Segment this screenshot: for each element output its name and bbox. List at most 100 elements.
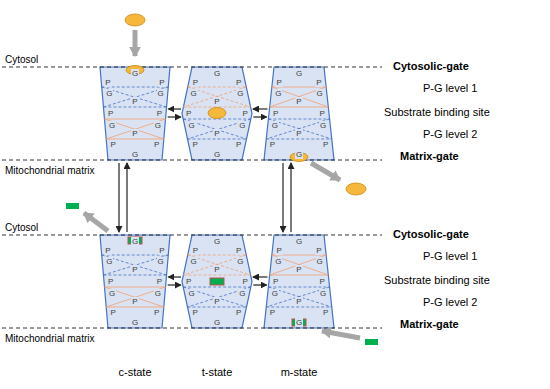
residue-letter: P (110, 308, 117, 317)
site-label: Substrate binding site (384, 106, 490, 119)
residue-letter: G (131, 69, 139, 78)
residue-letter: P (104, 78, 111, 87)
residue-letter: P (319, 109, 326, 118)
region-label: Cytosol (5, 54, 38, 66)
residue-letter: G (236, 257, 244, 266)
residue-letter: G (295, 69, 303, 78)
residue-letter: P (185, 109, 192, 118)
residue-letter: G (238, 289, 246, 298)
residue-letter: G (157, 89, 165, 98)
membrane-boundary (2, 67, 382, 328)
state-transition-arrow (168, 109, 181, 117)
residue-letter: P (131, 265, 138, 274)
state-label: c-state (118, 366, 151, 379)
residue-letter: P (242, 277, 249, 286)
residue-letter: G (131, 318, 139, 327)
residue-letter: P (104, 246, 111, 255)
residue-letter: P (131, 297, 138, 306)
residue-letter: P (242, 109, 249, 118)
state-transition-arrow (119, 163, 127, 232)
residue-letter: G (295, 318, 303, 327)
region-label: Mitochondrial matrix (5, 165, 94, 177)
residue-letter: P (156, 109, 163, 118)
residue-letter: P (275, 246, 282, 255)
residue-letter: P (213, 265, 220, 274)
residue-letter: P (110, 140, 117, 149)
residue-letter: P (192, 308, 199, 317)
residue-letter: P (295, 297, 302, 306)
state-transition-arrow (253, 109, 267, 117)
residue-letter: P (185, 277, 192, 286)
residue-letter: P (295, 129, 302, 138)
residue-letter: P (269, 140, 276, 149)
residue-letter: P (153, 140, 160, 149)
residue-letter: G (213, 69, 221, 78)
transporter-shape: GPPGGPPPGGPPPG (264, 67, 334, 160)
gate-label: Matrix-gate (400, 150, 459, 163)
residue-letter: G (187, 121, 195, 130)
residue-letter: P (158, 246, 165, 255)
residue-letter: G (213, 150, 221, 159)
residue-letter: P (235, 246, 242, 255)
substrate (125, 14, 366, 195)
residue-letter: G (274, 89, 282, 98)
residue-letter: G (319, 121, 327, 130)
residue-letter: P (269, 308, 276, 317)
residue-letter: P (213, 297, 220, 306)
residue-letter: P (213, 129, 220, 138)
residue-letter: P (235, 308, 242, 317)
residue-letter: G (154, 121, 162, 130)
residue-letter: P (272, 277, 279, 286)
residue-letter: P (192, 78, 199, 87)
gate-label: Cytosolic-gate (393, 228, 469, 241)
residue-letter: P (272, 109, 279, 118)
region-label: Cytosol (5, 222, 38, 234)
residue-letter: P (315, 78, 322, 87)
transport-arrow (84, 30, 360, 338)
residue-letter: G (213, 318, 221, 327)
residue-letter: G (238, 121, 246, 130)
state-label: t-state (202, 366, 233, 379)
region-label: Mitochondrial matrix (5, 333, 94, 345)
residue-letter: P (107, 277, 114, 286)
gate-label: Matrix-gate (400, 318, 459, 331)
state-transition-arrow (283, 163, 291, 232)
gate-label: Cytosolic-gate (393, 60, 469, 73)
residue-letter: G (105, 89, 113, 98)
residue-letter: P (131, 97, 138, 106)
residue-letter: G (295, 150, 303, 159)
residue-letter: P (322, 308, 329, 317)
level-label: P-G level 1 (423, 82, 477, 95)
transporter-shape: GPPGGPPPGGPPPG (100, 67, 170, 160)
substrate-green (66, 203, 378, 345)
residue-letter: G (131, 150, 139, 159)
residue-letter: G (271, 121, 279, 130)
residue-letter: P (295, 265, 302, 274)
residue-letter: P (235, 78, 242, 87)
residue-letter: G (316, 257, 324, 266)
state-transition-arrow (168, 277, 181, 285)
state-transition-arrow (253, 277, 267, 285)
level-label: P-G level 1 (423, 250, 477, 263)
residue-letter: P (153, 308, 160, 317)
residue-letter: P (295, 97, 302, 106)
residue-letter: P (131, 129, 138, 138)
residue-letter: G (105, 257, 113, 266)
transporter-shape: GPPGGPPPGGPPPG (100, 235, 170, 328)
residue-letter: P (107, 109, 114, 118)
residue-letter: P (213, 97, 220, 106)
state-label: m-state (281, 366, 318, 379)
residue-letter: G (189, 89, 197, 98)
residue-letter: P (192, 140, 199, 149)
residue-letter: G (108, 121, 116, 130)
level-label: P-G level 2 (423, 296, 477, 309)
residue-letter: G (236, 89, 244, 98)
residue-letter: P (156, 277, 163, 286)
residue-letter: G (271, 289, 279, 298)
residue-letter: G (295, 237, 303, 246)
residue-letter: P (315, 246, 322, 255)
residue-letter: P (158, 78, 165, 87)
residue-letter: G (187, 289, 195, 298)
